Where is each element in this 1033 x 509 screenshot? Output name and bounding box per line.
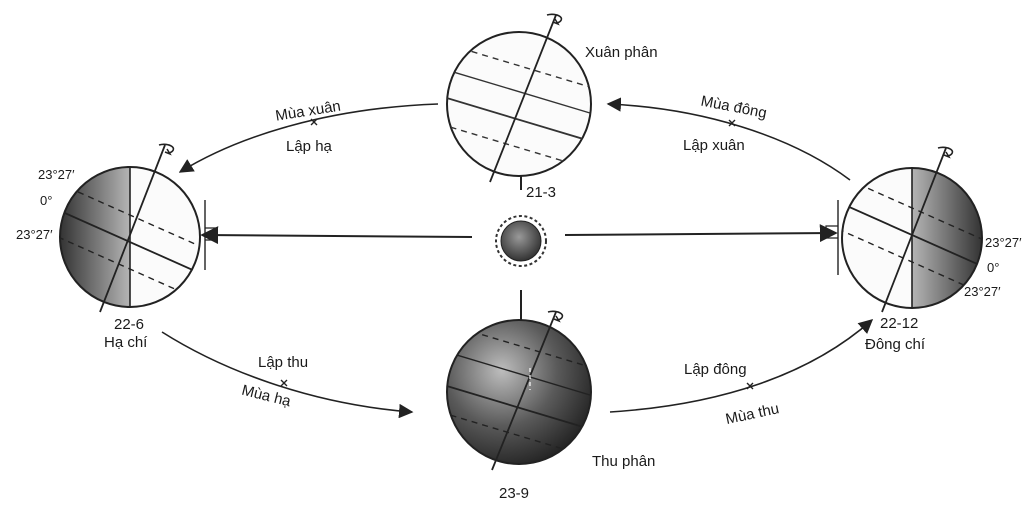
label-summer-solstice-date: 22-6 [114, 316, 144, 333]
label-autumn-equinox-date: 23-9 [499, 485, 529, 502]
label-spring-equinox-date: 21-3 [526, 184, 556, 201]
earth-winter-solstice [826, 147, 984, 312]
label-start-spring: Lập xuân [683, 137, 745, 154]
label-left-tropic-north: 23°27′ [38, 167, 75, 182]
label-start-autumn: Lập thu [258, 354, 308, 371]
label-right-equator: 0° [987, 260, 999, 275]
label-autumn-equinox: Thu phân [592, 453, 655, 470]
earth-summer-solstice [58, 144, 217, 312]
earth-autumn-equinox [440, 311, 600, 470]
label-left-equator: 0° [40, 193, 52, 208]
sun-icon [496, 216, 546, 266]
label-spring-equinox: Xuân phân [585, 44, 658, 61]
label-start-summer: Lập hạ [286, 138, 333, 155]
label-winter-solstice: Đông chí [865, 336, 926, 353]
label-season-autumn: Mùa thu [724, 400, 781, 428]
label-start-winter: Lập đông [684, 361, 747, 378]
label-season-summer: Mùa hạ [240, 382, 293, 411]
earth-spring-equinox [440, 14, 600, 182]
label-right-tropic-north: 23°27′ [985, 235, 1022, 250]
label-left-tropic-south: 23°27′ [16, 227, 53, 242]
label-winter-solstice-date: 22-12 [880, 315, 918, 332]
label-right-tropic-south: 23°27′ [964, 284, 1001, 299]
label-summer-solstice: Hạ chí [104, 334, 148, 351]
